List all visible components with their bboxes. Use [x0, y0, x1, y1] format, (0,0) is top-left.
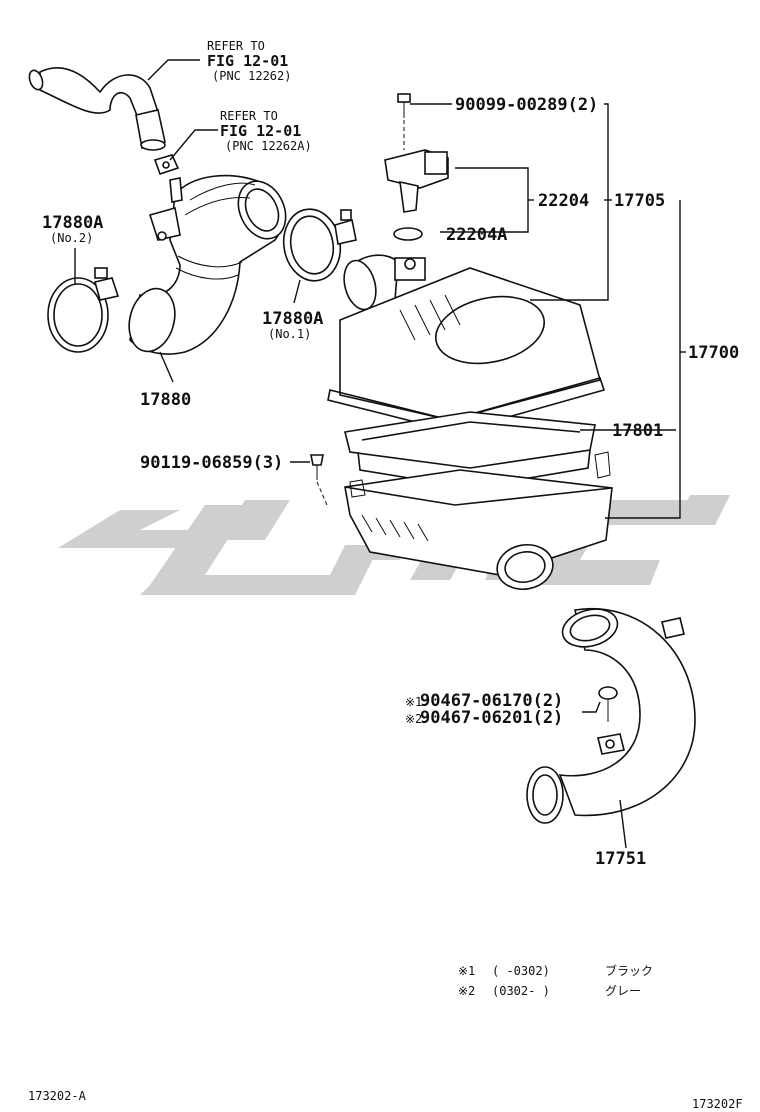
note-1-range: ( -0302): [492, 964, 550, 978]
label-17880A-no2: 17880A: [42, 213, 103, 233]
ref-12262-line2: FIG 12-01: [207, 52, 288, 70]
marker-2: ※2: [405, 712, 422, 726]
note-2-desc: グレー: [605, 984, 641, 998]
hose-12262-graphic: [28, 67, 166, 151]
ref-12262A-line2: FIG 12-01: [220, 122, 301, 140]
label-17880A-no1: 17880A: [262, 309, 323, 329]
clamp-17880A-no1-graphic: [282, 208, 357, 282]
label-17705: 17705: [614, 191, 665, 211]
o-ring-22204A-graphic: [393, 227, 423, 241]
ref-12262A-line1: REFER TO: [220, 109, 278, 123]
notes: ※1 ( -0302) ブラック ※2 (0302- ) グレー: [458, 963, 653, 998]
ref-12262-line1: REFER TO: [207, 39, 265, 53]
screw-90467-graphic: [598, 686, 618, 722]
sensor-22204-graphic: [384, 149, 449, 213]
clamp-17880A-no2-graphic: [47, 267, 120, 353]
note-2-mark: ※2: [458, 984, 475, 998]
ref-12262-line3: (PNC 12262): [212, 69, 291, 83]
label-90099: 90099-00289(2): [455, 95, 598, 115]
ref-12262A-line3: (PNC 12262A): [225, 139, 312, 153]
label-22204: 22204: [538, 191, 589, 211]
marker-1: ※1: [405, 695, 422, 709]
footer-right-code: 173202F: [692, 1097, 743, 1111]
bolt-90099-graphic: [397, 93, 411, 150]
ref-label-12262A: REFER TO FIG 12-01 (PNC 12262A): [220, 109, 312, 153]
label-17880A-no1-sub: (No.1): [268, 327, 311, 341]
ref-label-12262: REFER TO FIG 12-01 (PNC 12262): [207, 39, 291, 83]
air-cleaner-cap-17705-graphic: [327, 254, 606, 433]
leader-lines: [74, 59, 686, 849]
inlet-duct-17751-graphic: [526, 607, 696, 824]
label-17700: 17700: [688, 343, 739, 363]
label-22204A: 22204A: [446, 225, 507, 245]
footer-left-code: 173202-A: [28, 1089, 87, 1103]
label-90467-2: 90467-06201(2): [420, 708, 563, 728]
hose-17880-graphic: [128, 174, 287, 355]
clip-12262A-graphic: [153, 154, 180, 176]
note-2-range: (0302- ): [492, 984, 550, 998]
screw-90119-graphic: [310, 454, 328, 506]
label-17801: 17801: [612, 421, 663, 441]
label-17880: 17880: [140, 390, 191, 410]
label-90467-1: 90467-06170(2): [420, 691, 563, 711]
air-cleaner-case-graphic: [344, 451, 613, 591]
label-17880A-no2-sub: (No.2): [50, 231, 93, 245]
note-1-desc: ブラック: [605, 963, 653, 978]
label-90119: 90119-06859(3): [140, 453, 283, 473]
label-17751: 17751: [595, 849, 646, 869]
note-1-mark: ※1: [458, 964, 475, 978]
